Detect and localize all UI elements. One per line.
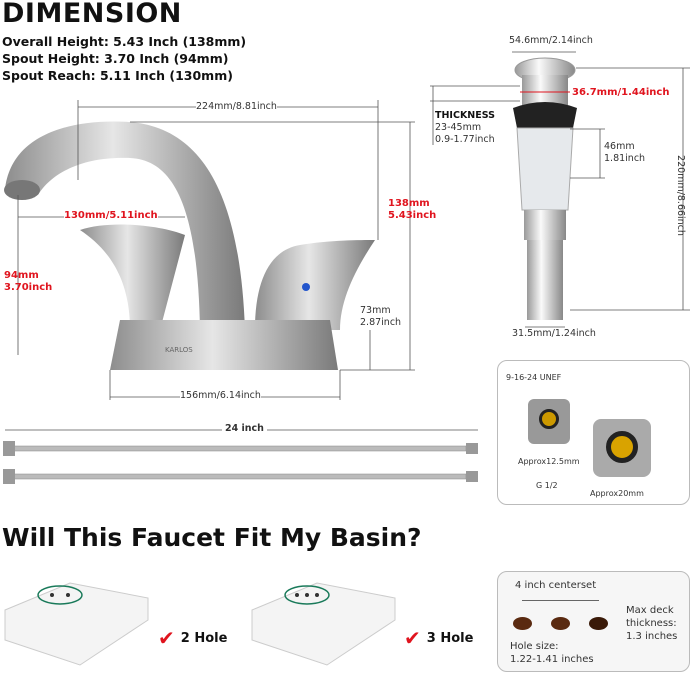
drain-top-diameter: 54.6mm/2.14inch [509,35,593,46]
hose-length: 24 inch [222,423,267,434]
faucet-height-mm: 138mm [388,198,430,209]
thickness-in: 0.9-1.77inch [435,134,495,145]
centerset-panel: 4 inch centerset Max deck thickness: 1.3… [497,571,690,672]
drain-dimension-lines [430,51,690,328]
spout-reach-label: 130mm/5.11inch [64,210,158,222]
drain-bottom-diameter: 31.5mm/1.24inch [512,328,596,339]
hole-size-label: Hole size: [510,641,559,652]
deck-line-1: Max deck [626,605,674,616]
option-2-hole: ✔ 2 Hole [158,626,227,650]
option-3-hole-label: 3 Hole [426,630,474,646]
spout-height-mm: 94mm [4,270,39,281]
fitting-size: G 1/2 [536,481,558,490]
centerset-line [522,600,599,601]
thread-in: 1.81inch [604,153,646,164]
deck-line-3: 1.3 inches [626,631,678,642]
drain-length: 220mm/8.66inch [674,155,686,236]
large-size: Approx20mm [590,489,644,498]
deck-line-2: thickness: [626,618,677,629]
spec-spout-height: Spout Height: 3.70 Inch (94mm) [2,51,229,66]
brand-label: KARLOS [165,346,193,354]
drain-image [513,57,577,320]
deck-thickness: Max deck thickness: 1.3 inches [626,604,677,643]
large-connector-image [593,419,651,477]
base-width-label: 156mm/6.14inch [180,390,261,401]
check-icon: ✔ [158,626,175,650]
drain-neck-diameter: 36.7mm/1.44inch [572,87,670,98]
base-height-in: 2.87inch [360,317,402,328]
faucet-width-label: 224mm/8.81inch [196,101,277,112]
check-icon: ✔ [404,626,421,650]
centerset-title: 4 inch centerset [515,580,597,591]
thickness-mm: 23-45mm [435,122,482,133]
hole-icon [589,617,608,630]
option-3-hole: ✔ 3 Hole [404,626,473,650]
base-height-mm: 73mm [360,305,391,316]
hole-size: Hole size: 1.22-1.41 inches [510,640,594,666]
hole-icon [513,617,532,630]
page-title: DIMENSION [2,0,182,29]
spout-height-in: 3.70inch [4,282,53,293]
hoses-image [3,429,478,484]
faucet-height-in: 5.43inch [388,210,437,221]
thread-mm: 46mm [604,141,635,152]
thickness-title: THICKNESS [435,110,495,121]
spec-spout-reach: Spout Reach: 5.11 Inch (130mm) [2,68,233,83]
fit-question: Will This Faucet Fit My Basin? [2,523,422,552]
thread-spec: 9-16-24 UNEF [506,373,562,382]
option-2-hole-label: 2 Hole [180,630,228,646]
small-size: Approx12.5mm [518,457,580,466]
small-connector-image [528,399,570,444]
hose-connector-panel: 9-16-24 UNEF Approx12.5mm G 1/2 Approx20… [497,360,690,505]
faucet-image [4,121,375,370]
hole-size-value: 1.22-1.41 inches [510,654,594,665]
basin-3hole-image [251,582,396,666]
hole-icon [551,617,570,630]
basin-2hole-image [4,582,149,666]
spec-overall-height: Overall Height: 5.43 Inch (138mm) [2,34,247,49]
